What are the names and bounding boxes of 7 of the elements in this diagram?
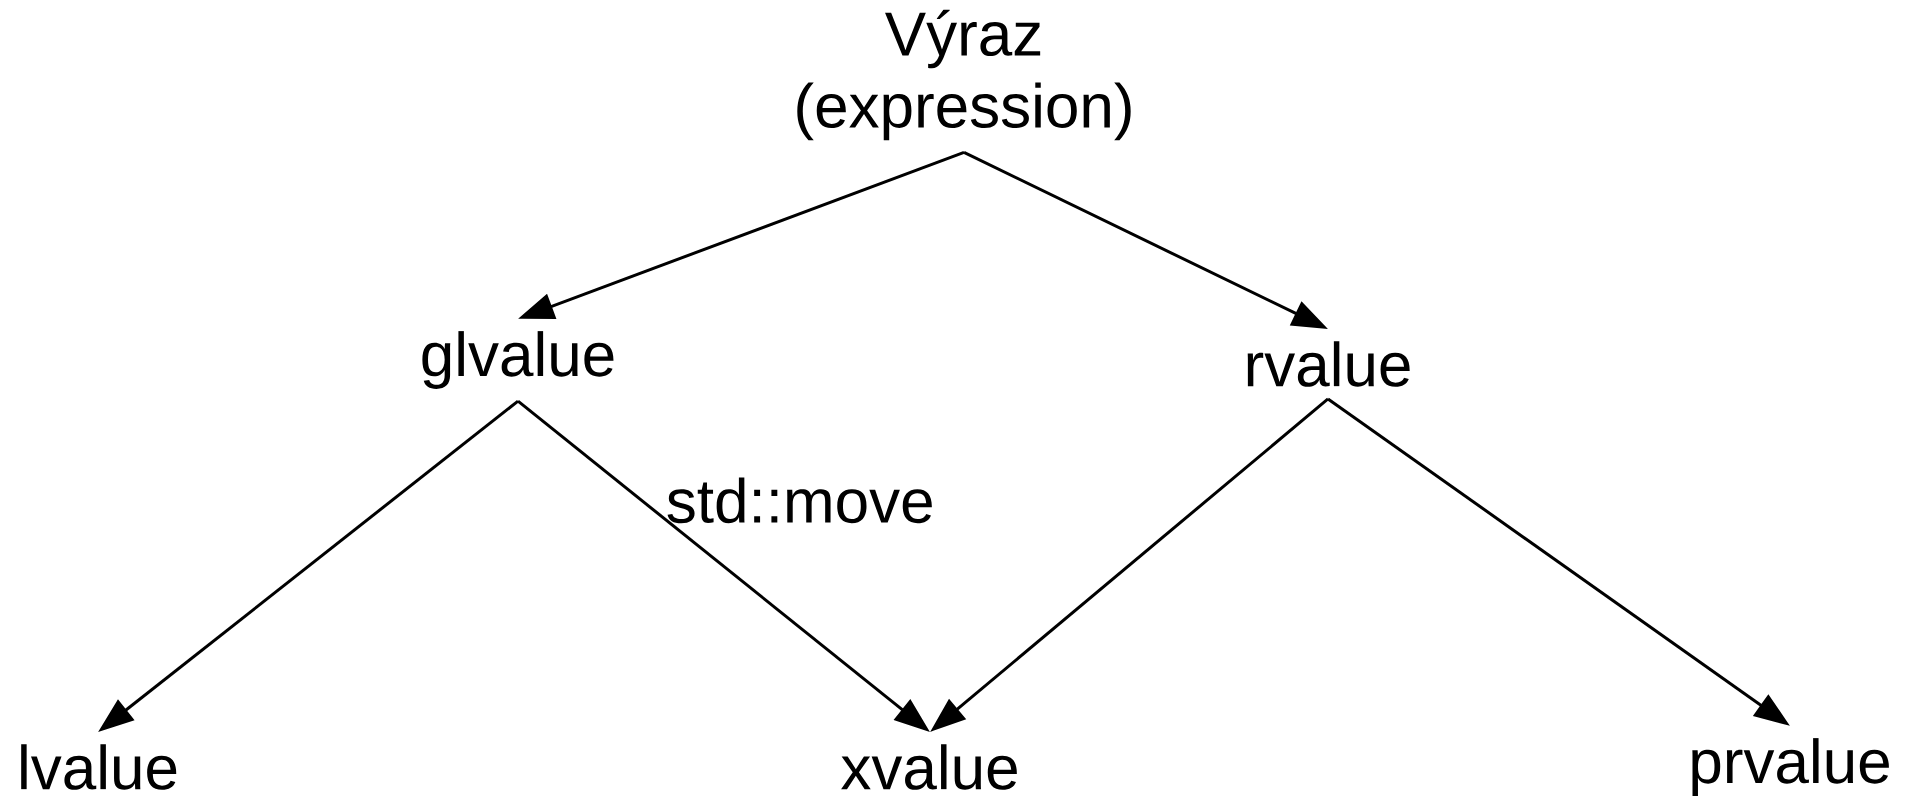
node-label: Výraz (expression) [797,9,1131,141]
node-label: rvalue [1247,341,1410,387]
node-label: xvalue [841,744,1017,790]
node-label: prvalue [1692,738,1889,796]
node-label: glvalue [422,331,614,389]
edge-label: std::move [667,477,932,524]
node-label: lvalue [21,744,177,790]
